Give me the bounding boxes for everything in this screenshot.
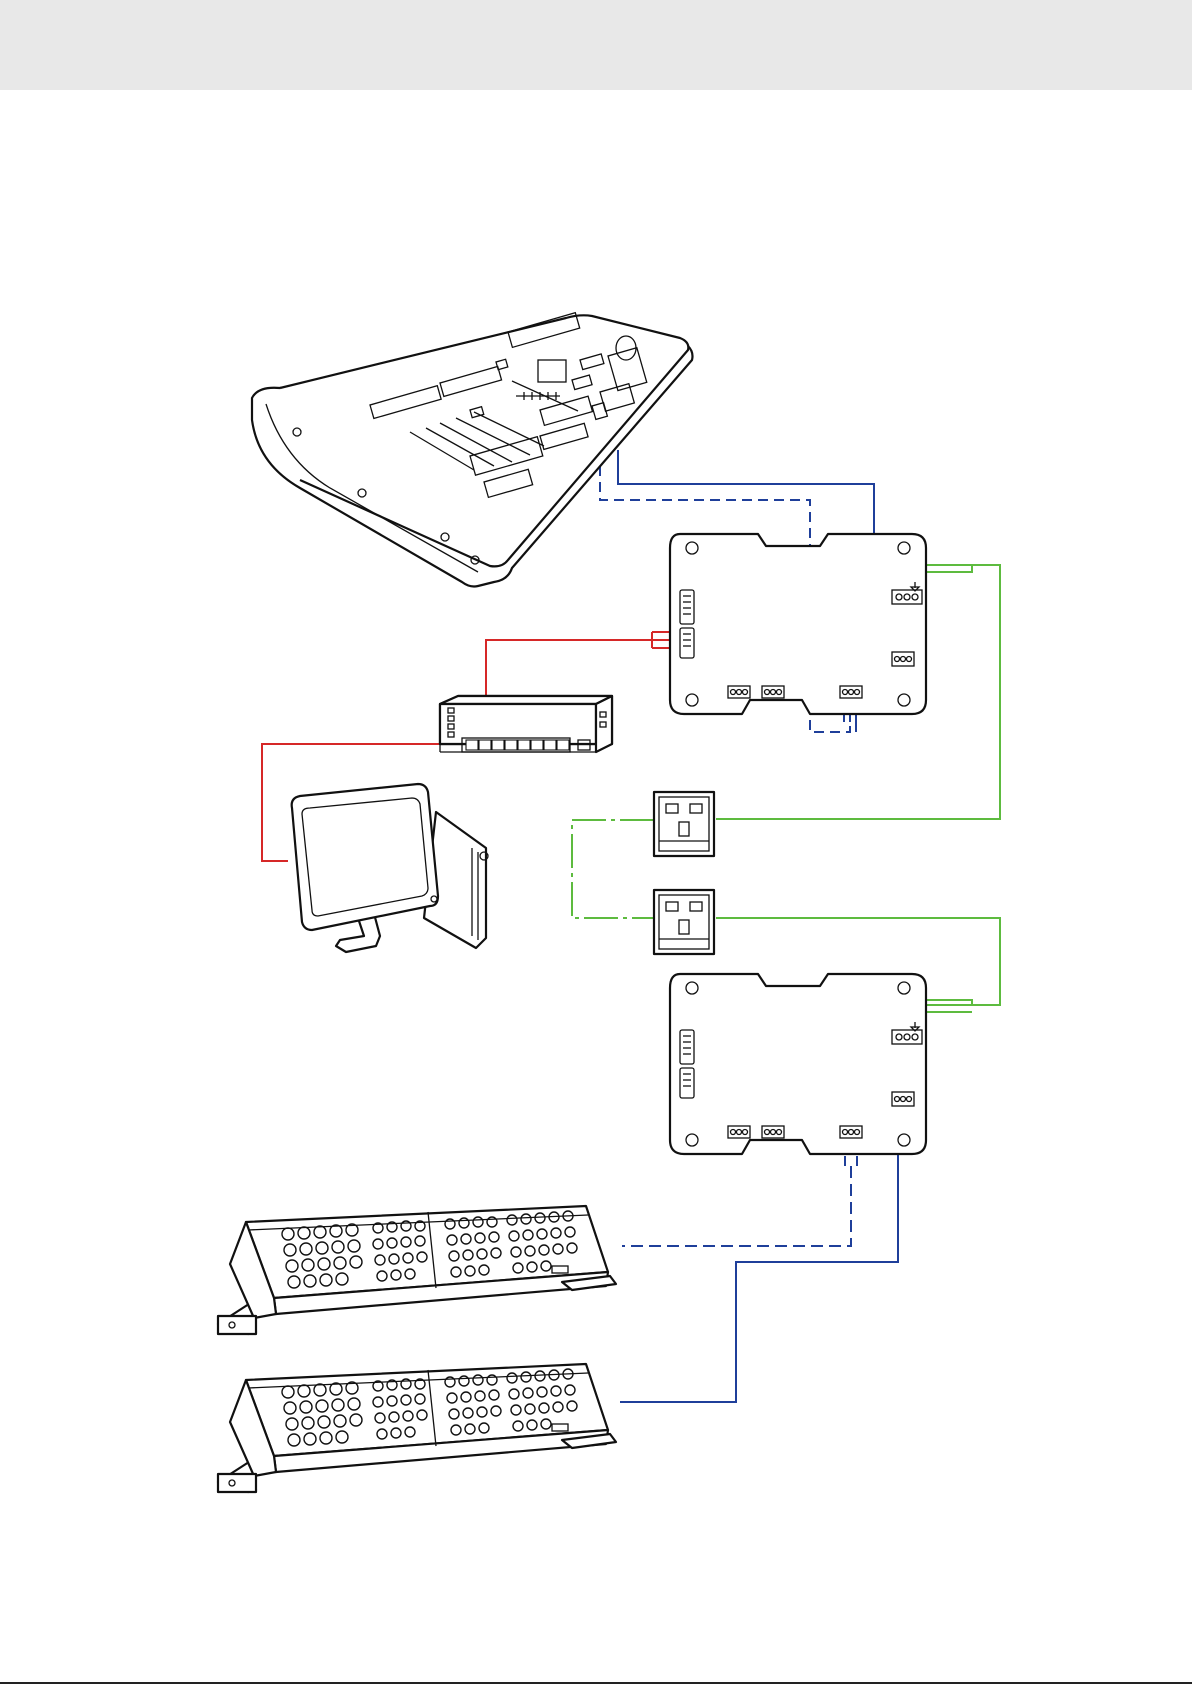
- desktop-computer-icon: [292, 784, 488, 952]
- controller-board-icon: [670, 534, 926, 714]
- power-link-dashed: [572, 820, 654, 918]
- led-wall-washer-icon: [218, 1364, 616, 1492]
- led-wall-washer-icon: [218, 1206, 616, 1334]
- network-switch-icon: [440, 696, 612, 752]
- lighting-console-icon: [252, 313, 693, 587]
- dmx-cable-board2-washer1-dashed: [622, 1166, 851, 1246]
- uk-power-socket-icon: [654, 890, 714, 954]
- controller-board-icon: [670, 974, 926, 1154]
- uk-power-socket-icon: [654, 792, 714, 856]
- footer-rule: [0, 1682, 1192, 1684]
